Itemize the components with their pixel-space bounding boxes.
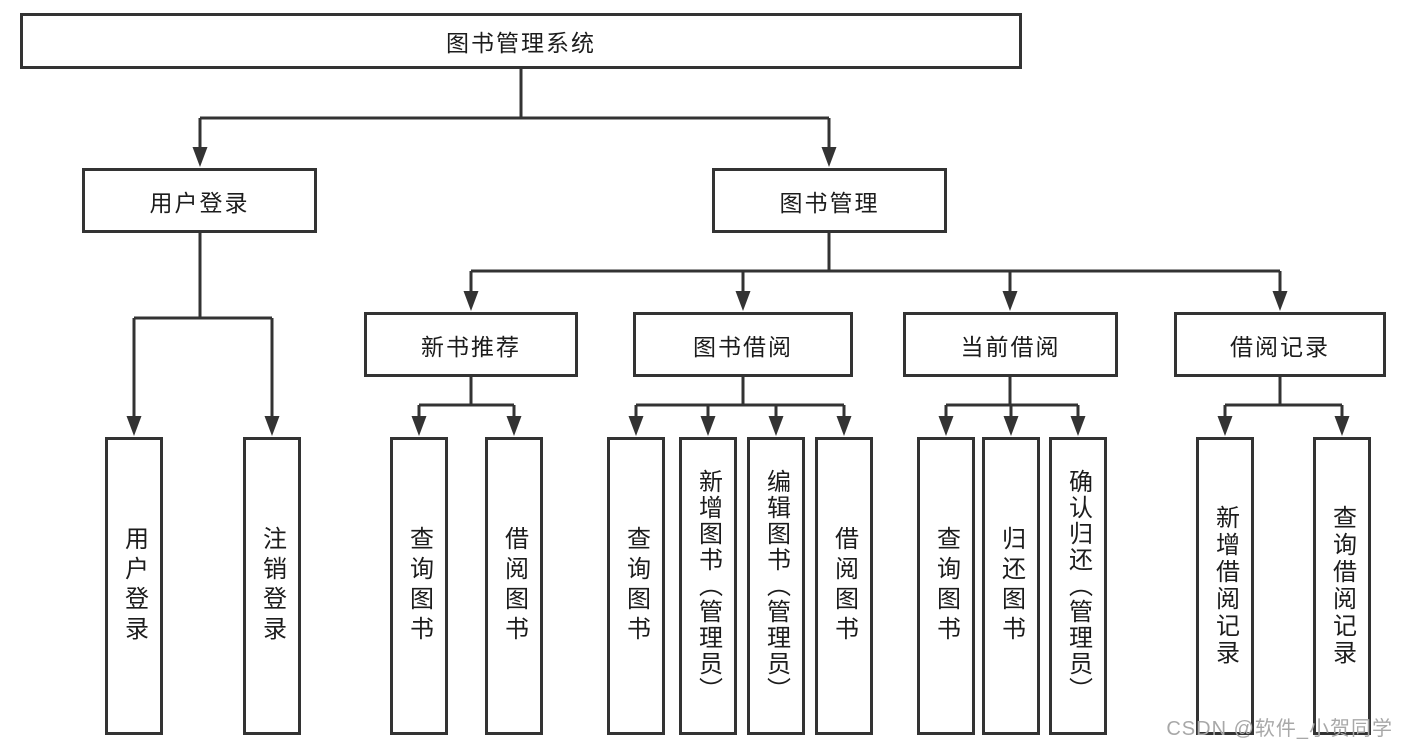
- leaf-borrow-borrow-book: 借阅图书: [815, 437, 873, 735]
- node-root-system: 图书管理系统: [20, 13, 1022, 69]
- arrow-down-icon: [126, 416, 142, 436]
- leaf-newbook-query-book: 查询图书: [390, 437, 448, 735]
- node-user-login: 用户登录: [82, 168, 317, 233]
- arrow-down-icon: [768, 416, 784, 436]
- arrow-down-icon: [735, 291, 751, 311]
- node-book-borrow: 图书借阅: [633, 312, 853, 377]
- arrow-down-icon: [938, 416, 954, 436]
- node-borrow-record: 借阅记录: [1174, 312, 1386, 377]
- connector-lines: [132, 69, 1344, 418]
- leaf-user-login: 用户登录: [105, 437, 163, 735]
- leaf-borrow-add-book-admin: 新增图书（管理员）: [679, 437, 737, 735]
- leaf-logout: 注销登录: [243, 437, 301, 735]
- leaf-borrow-edit-book-admin: 编辑图书（管理员）: [747, 437, 805, 735]
- node-new-book-recommend: 新书推荐: [364, 312, 578, 377]
- arrow-down-icon: [1003, 416, 1019, 436]
- arrow-down-icon: [1002, 291, 1018, 311]
- arrow-down-icon: [628, 416, 644, 436]
- leaf-current-return-book: 归还图书: [982, 437, 1040, 735]
- node-current-borrow: 当前借阅: [903, 312, 1118, 377]
- arrowheads: [126, 147, 1350, 436]
- leaf-borrow-query-book: 查询图书: [607, 437, 665, 735]
- arrow-down-icon: [506, 416, 522, 436]
- arrow-down-icon: [836, 416, 852, 436]
- arrow-down-icon: [1070, 416, 1086, 436]
- arrow-down-icon: [192, 147, 208, 167]
- leaf-current-confirm-return-admin: 确认归还（管理员）: [1049, 437, 1107, 735]
- arrow-down-icon: [821, 147, 837, 167]
- leaf-newbook-borrow-book: 借阅图书: [485, 437, 543, 735]
- arrow-down-icon: [1334, 416, 1350, 436]
- node-book-management: 图书管理: [712, 168, 947, 233]
- leaf-current-query-book: 查询图书: [917, 437, 975, 735]
- arrow-down-icon: [463, 291, 479, 311]
- leaf-record-query-borrow-record: 查询借阅记录: [1313, 437, 1371, 735]
- leaf-record-add-borrow-record: 新增借阅记录: [1196, 437, 1254, 735]
- arrow-down-icon: [1217, 416, 1233, 436]
- arrow-down-icon: [411, 416, 427, 436]
- csdn-watermark: CSDN @软件_小贺同学: [1166, 718, 1393, 740]
- arrow-down-icon: [1272, 291, 1288, 311]
- arrow-down-icon: [264, 416, 280, 436]
- arrow-down-icon: [700, 416, 716, 436]
